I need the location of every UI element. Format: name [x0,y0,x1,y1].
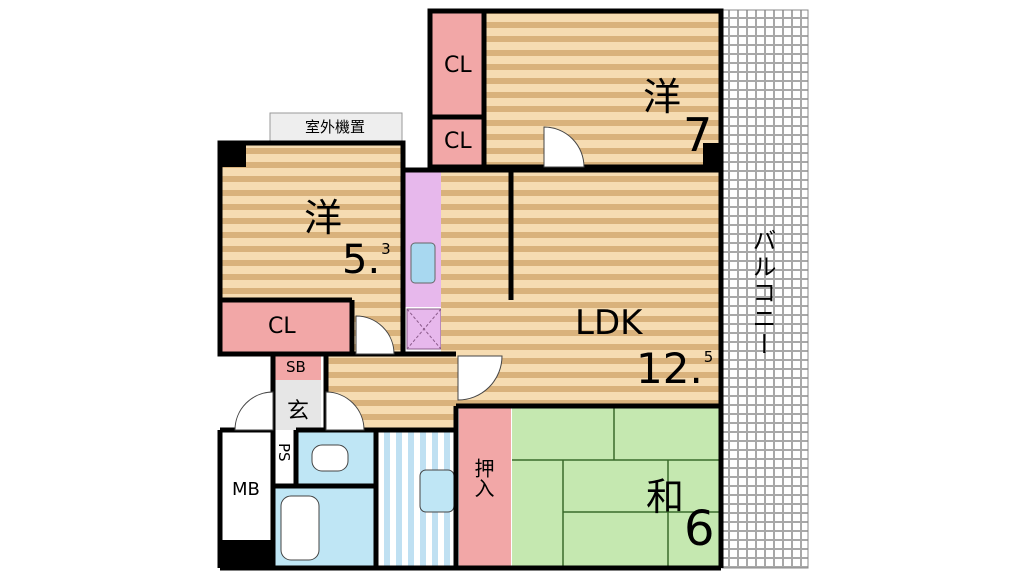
closet-left-label: CL [268,314,296,339]
door-swings [234,126,585,431]
ps-label: PS [275,443,293,462]
japanese-room-kanji: 和 [646,475,685,519]
western-room-7-floor [483,13,719,165]
western-room-7-kanji: 洋 [643,75,682,119]
oshiire-label: 押入 [471,458,495,498]
mb-label: MB [232,479,260,500]
western-room-5-3-size: 5.3 [342,240,391,280]
closet-mid-label: CL [444,129,472,154]
toilet-fixture [311,444,349,472]
closet-left [222,302,352,354]
kitchen-counter [405,172,441,307]
ldk-size-int: 12. [636,344,703,393]
outdoor-unit-area [269,112,403,144]
closet-top-label: CL [444,53,472,78]
sink [410,242,436,284]
outdoor-unit-label: 室外機置 [305,118,366,136]
closet-mid [432,118,484,166]
balcony-label: バルコニー [748,228,776,358]
entrance-label: 玄 [287,399,310,424]
japanese-room-size: 6 [684,501,715,557]
western-room-7-size: 7 [683,108,713,162]
mb-closet [222,432,272,542]
western-room-5-3-floor [222,145,402,302]
ldk-floor [511,172,719,405]
kitchen-floor [441,172,511,302]
japanese-room-floor [512,408,720,566]
western-room-5-3-kanji: 洋 [304,196,343,240]
western-room-5-3-size-frac: 3 [381,240,391,258]
ldk-size: 12.5 [636,348,713,390]
shoe-box-label: SB [286,358,306,376]
oshiire-closet [459,408,511,566]
entrance-floor [275,380,321,430]
western-room-5-3-size-int: 5. [342,237,381,283]
wash-basin [419,469,455,513]
shoe-box [275,355,321,380]
ldk-label: LDK [575,303,643,343]
closet-top [432,13,484,115]
tatami-lines [512,408,720,566]
ldk-size-frac: 5 [703,348,714,366]
balcony [721,9,809,569]
ps-closet [275,432,296,484]
bathtub [280,495,320,561]
